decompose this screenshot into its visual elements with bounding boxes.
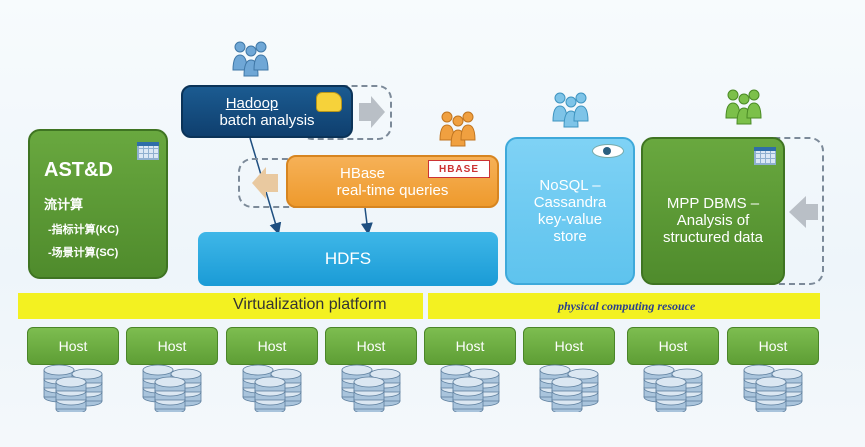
mpp-line2: Analysis of — [676, 211, 750, 229]
host-label: Host — [758, 338, 788, 354]
people-lightblue-icon — [552, 92, 589, 128]
physical-label: physical computing resouce — [558, 299, 696, 313]
database-icon — [43, 364, 103, 412]
mpp-table-icon — [754, 147, 776, 165]
host-box: Host — [226, 327, 318, 365]
nosql-box: NoSQL – Cassandra key-value store — [505, 137, 635, 285]
elephant-icon — [316, 92, 342, 112]
host-box: Host — [126, 327, 218, 365]
mpp-box: MPP DBMS – Analysis of structured data — [641, 137, 785, 285]
people-green-icon — [725, 89, 762, 125]
hadoop-right-arrow-icon — [359, 96, 385, 128]
host-box: Host — [325, 327, 417, 365]
ast-title: AST&D — [44, 159, 113, 181]
host-label: Host — [58, 338, 88, 354]
nosql-line1: NoSQL – — [539, 177, 601, 194]
host-box: Host — [523, 327, 615, 365]
host-label: Host — [257, 338, 287, 354]
physical-band: physical computing resouce — [428, 293, 820, 319]
virtualization-band: Virtualization platform — [18, 293, 423, 319]
eye-icon — [592, 144, 624, 158]
hbase-left-arrow-icon — [252, 167, 278, 199]
hadoop-title: Hadoop — [225, 94, 279, 112]
hbase-subtitle: real-time queries — [336, 181, 449, 199]
ast-item-sc: -场景计算(SC) — [48, 247, 119, 259]
nosql-line3: key-value — [537, 211, 603, 228]
people-blue-icon — [232, 41, 269, 77]
mpp-line1: MPP DBMS – — [666, 194, 760, 212]
hbase-title: HBase — [339, 164, 386, 182]
database-icon — [743, 364, 803, 412]
hdfs-label: HDFS — [324, 249, 372, 268]
hadoop-subtitle: batch analysis — [219, 111, 315, 129]
host-box: Host — [727, 327, 819, 365]
database-icon — [142, 364, 202, 412]
hbase-logo-text: HBASE — [438, 163, 479, 175]
mpp-line3: structured data — [662, 228, 764, 246]
nosql-line4: store — [553, 228, 587, 245]
host-label: Host — [157, 338, 187, 354]
host-label: Host — [455, 338, 485, 354]
host-box: Host — [27, 327, 119, 365]
people-orange-icon — [439, 111, 476, 147]
hbase-logo: HBASE — [428, 160, 490, 178]
hdfs-box: HDFS — [198, 232, 498, 286]
table-icon — [137, 142, 159, 160]
database-icon — [242, 364, 302, 412]
virtualization-label: Virtualization platform — [233, 296, 387, 313]
database-icon — [440, 364, 500, 412]
mpp-left-arrow-icon — [789, 196, 818, 228]
host-box: Host — [424, 327, 516, 365]
ast-item-kc: -指标计算(KC) — [48, 224, 119, 236]
database-icon — [643, 364, 703, 412]
database-icon — [539, 364, 599, 412]
ast-subtitle: 流计算 — [44, 197, 84, 212]
database-icon — [341, 364, 401, 412]
host-box: Host — [627, 327, 719, 365]
host-label: Host — [554, 338, 584, 354]
hbase-to-hdfs-arrow — [360, 207, 373, 235]
host-label: Host — [356, 338, 386, 354]
host-label: Host — [658, 338, 688, 354]
nosql-line2: Cassandra — [533, 194, 607, 211]
